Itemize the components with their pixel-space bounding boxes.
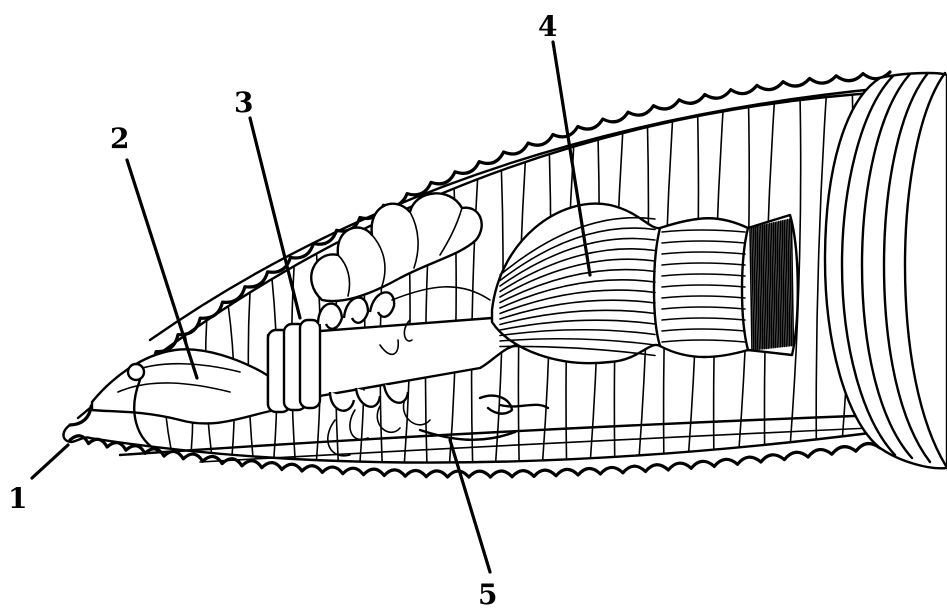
pharynx [92, 349, 275, 452]
oesophagus [268, 287, 520, 440]
label-2: 2 [110, 122, 129, 155]
leader-line-2 [127, 160, 197, 378]
crop-and-gizzard [492, 204, 798, 364]
leader-line-5 [450, 440, 490, 572]
label-4: 4 [538, 10, 557, 43]
leader-line-1 [32, 445, 68, 478]
label-3: 3 [234, 86, 253, 119]
body-cross-section [825, 73, 947, 468]
label-5: 5 [478, 578, 497, 611]
label-1: 1 [8, 482, 27, 515]
